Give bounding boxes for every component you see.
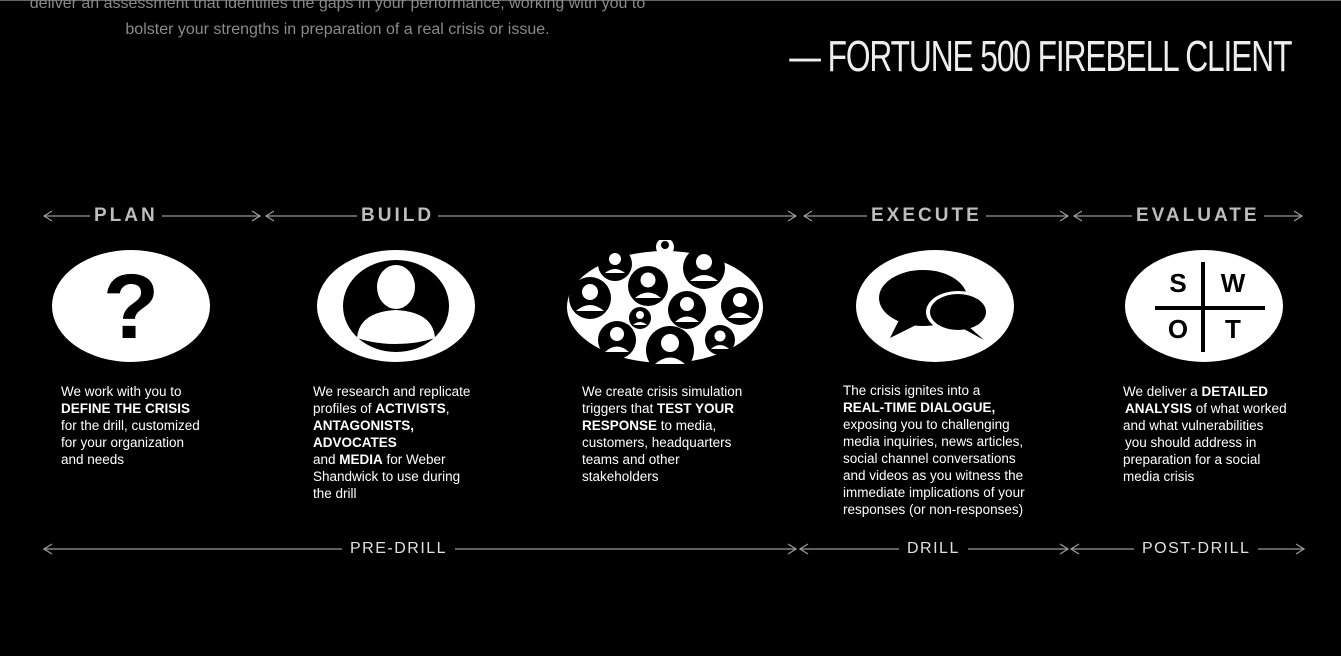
execute-description: The crisis ignites into a REAL-TIME DIAL… [843, 383, 1025, 517]
swot-grid-icon: S W O T [1125, 250, 1283, 362]
stage-label-pre-drill: PRE-DRILL [342, 540, 456, 558]
swot-o-letter: O [1167, 314, 1189, 344]
svg-text:?: ? [103, 256, 159, 358]
plan-description: We work with you to DEFINE THE CRISIS fo… [61, 384, 200, 467]
swot-t-letter: T [1225, 314, 1241, 344]
quote-attribution: — FORTUNE 500 FIREBELL CLIENT [788, 32, 1292, 81]
phase-label-plan: PLAN [90, 206, 162, 226]
intro-text: deliver an assessment that identifies th… [0, 0, 675, 43]
top-divider [0, 0, 1341, 1]
phase-label-build: BUILD [357, 206, 439, 226]
build-description: We research and replicate profiles of AC… [313, 384, 471, 501]
swot-s-letter: S [1169, 268, 1187, 298]
phase-label-execute: EXECUTE [867, 206, 986, 226]
simulation-description: We create crisis simulation triggers tha… [582, 384, 743, 484]
evaluate-description: We deliver a DETAILED ANALYSIS of what w… [1123, 384, 1287, 484]
speech-bubbles-icon [856, 250, 1014, 362]
intro-line-2: bolster your strengths in preparation of… [125, 21, 550, 38]
intro-line-1: deliver an assessment that identifies th… [29, 0, 646, 12]
stage-label-post-drill: POST-DRILL [1134, 540, 1259, 558]
question-mark-icon: ? [52, 250, 210, 362]
phase-label-evaluate: EVALUATE [1132, 206, 1264, 226]
stage-label-drill: DRILL [899, 540, 968, 558]
swot-w-letter: W [1220, 268, 1246, 298]
person-avatar-icon [317, 250, 475, 362]
crowd-network-icon [567, 240, 763, 374]
